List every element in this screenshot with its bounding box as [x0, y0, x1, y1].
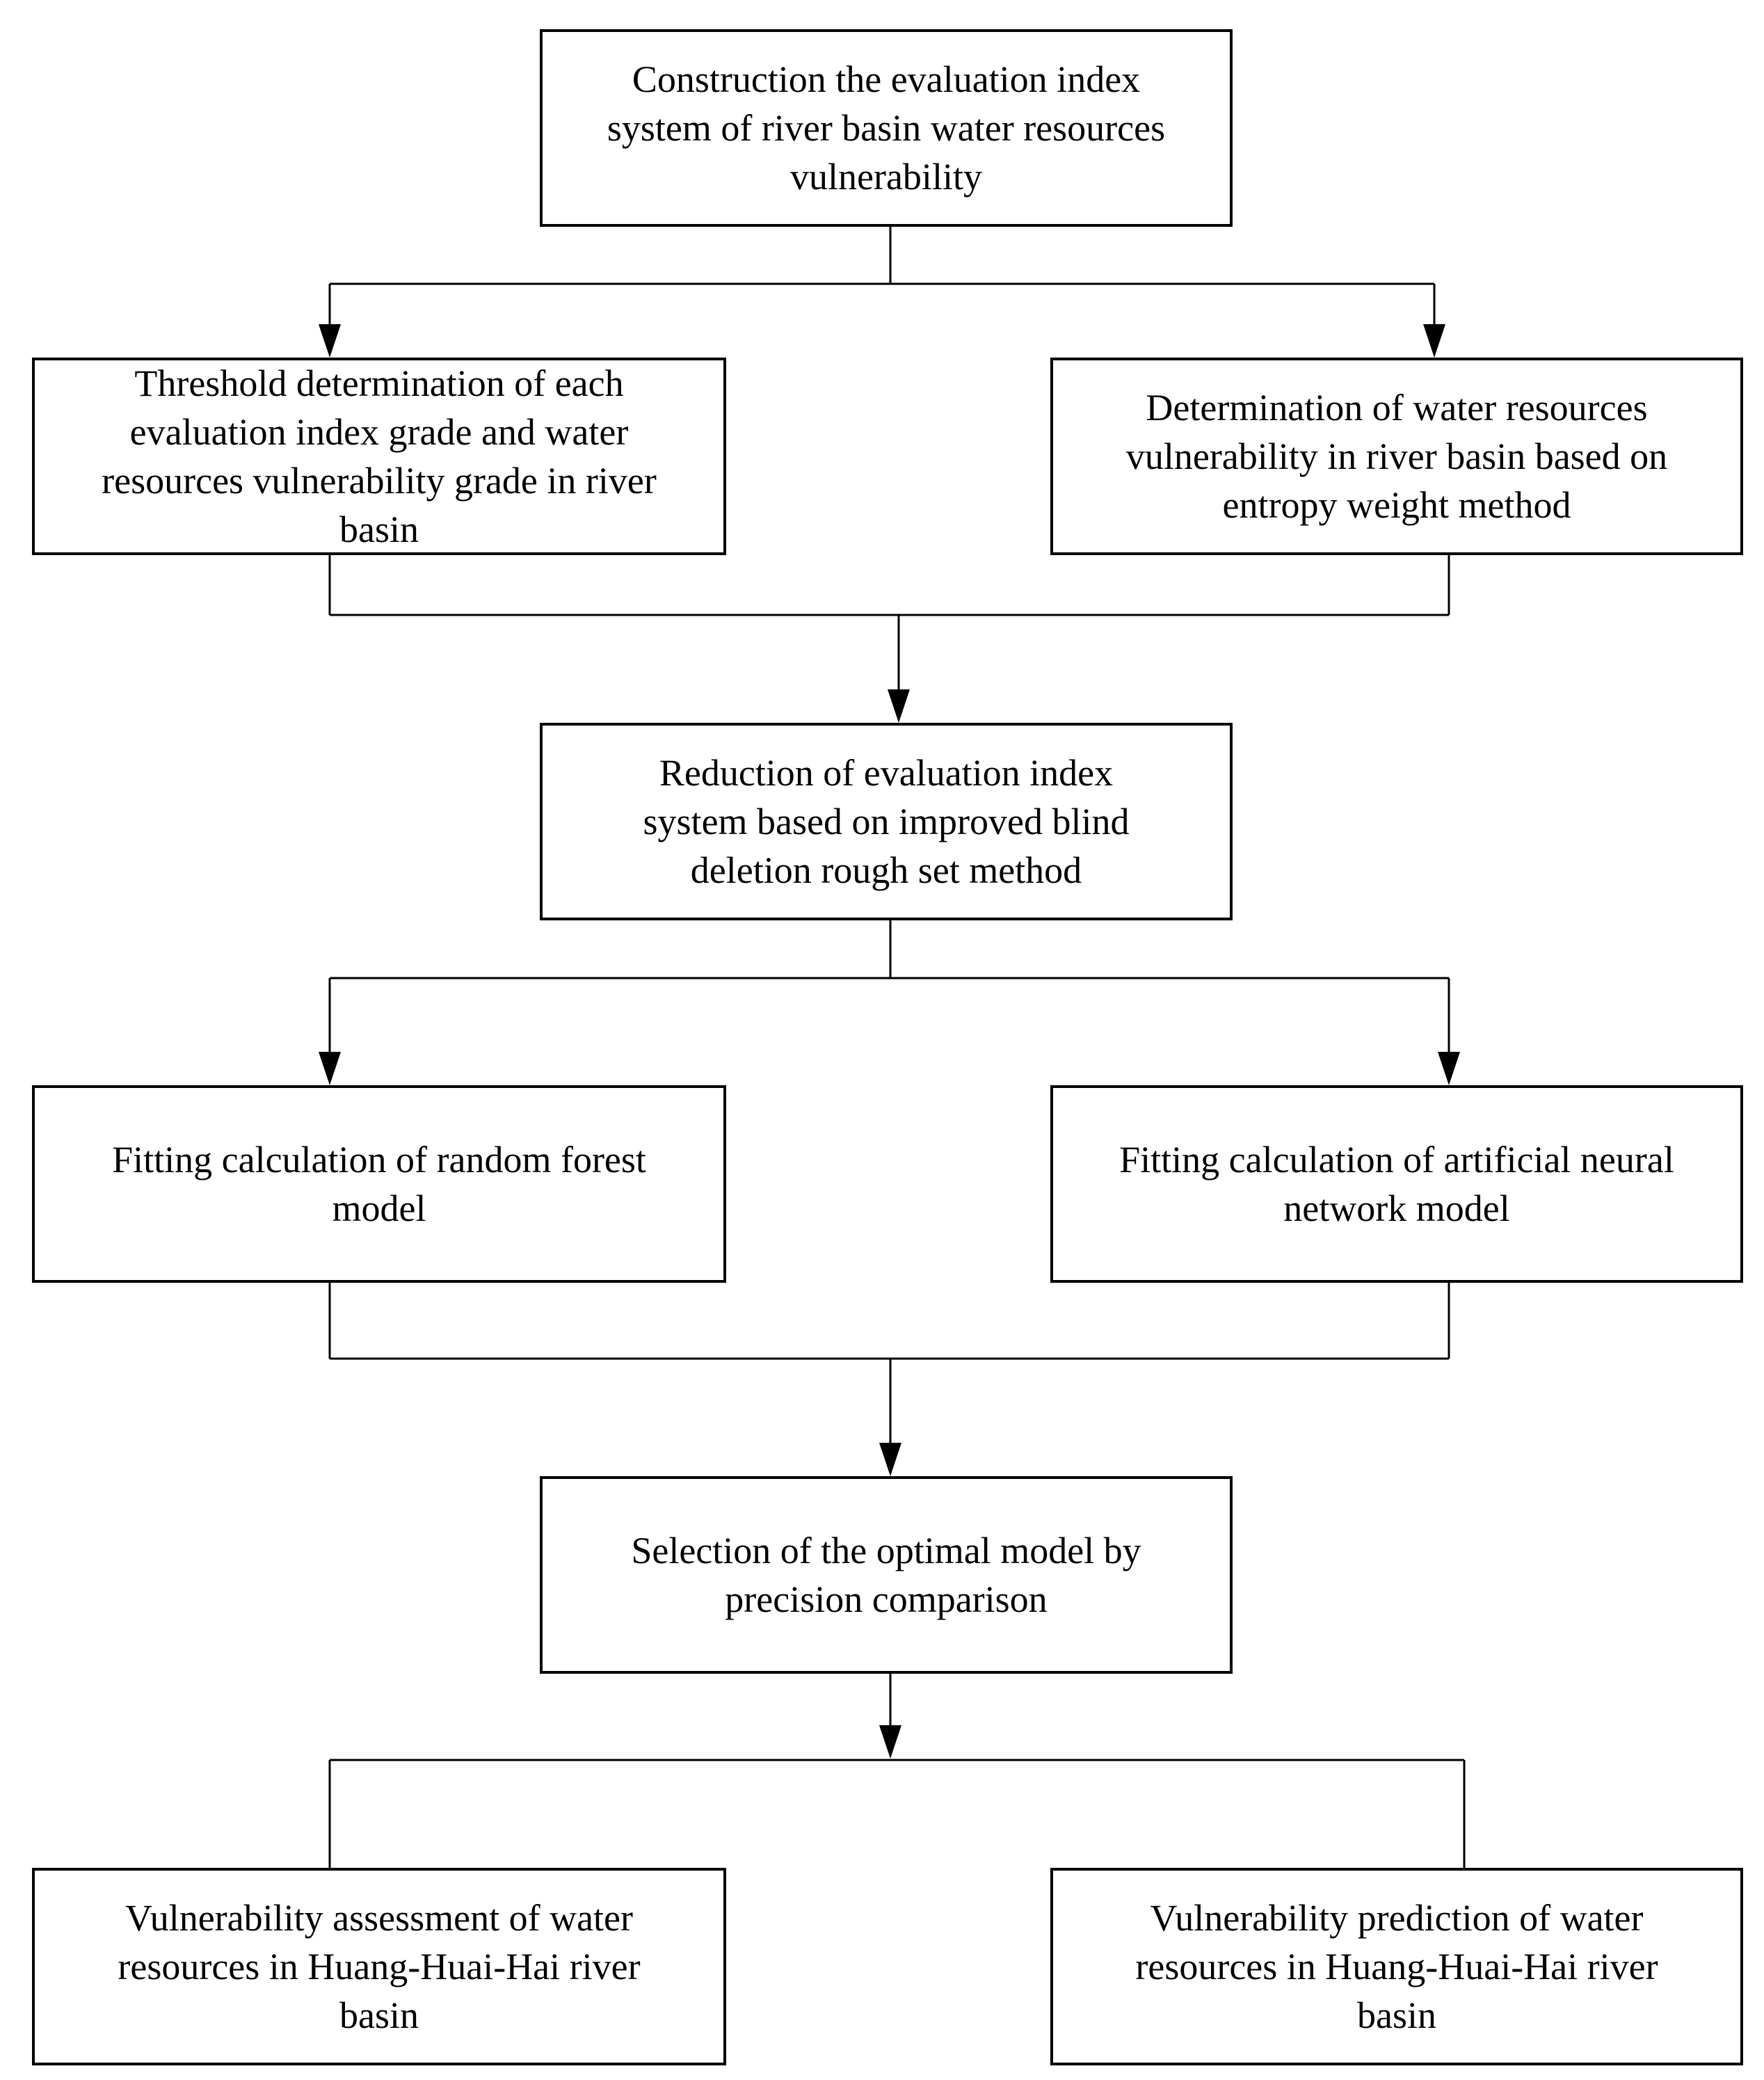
box-selection-label: Selection of the optimal model by precis… [631, 1530, 1141, 1620]
arrowhead-reduction [888, 689, 910, 723]
box-assessment-label: Vulnerability assessment of water resour… [118, 1897, 641, 2036]
box-index-reduction: Reduction of evaluation index system bas… [540, 723, 1233, 920]
box-neural-network: Fitting calculation of artificial neural… [1050, 1085, 1743, 1283]
arrowhead-rf [319, 1052, 341, 1085]
box-construction-index-system: Construction the evaluation index system… [540, 29, 1233, 227]
box-vulnerability-prediction: Vulnerability prediction of water resour… [1050, 1868, 1743, 2065]
box-entropy-weight-method: Determination of water resources vulnera… [1050, 358, 1743, 555]
arrowhead-entropy [1423, 324, 1445, 358]
box-construction-label: Construction the evaluation index system… [607, 58, 1166, 198]
arrowhead-split-3 [879, 1725, 901, 1759]
box-threshold-determination: Threshold determination of each evaluati… [32, 358, 726, 555]
box-prediction-label: Vulnerability prediction of water resour… [1135, 1897, 1658, 2036]
box-random-forest-label: Fitting calculation of random forest mod… [112, 1139, 646, 1229]
arrowhead-selection [879, 1443, 901, 1476]
arrowhead-ann [1438, 1052, 1460, 1085]
arrowhead-threshold [319, 324, 341, 358]
box-reduction-label: Reduction of evaluation index system bas… [643, 752, 1130, 891]
box-random-forest: Fitting calculation of random forest mod… [32, 1085, 726, 1283]
box-entropy-label: Determination of water resources vulnera… [1125, 387, 1668, 526]
box-neural-network-label: Fitting calculation of artificial neural… [1119, 1139, 1674, 1229]
box-model-selection: Selection of the optimal model by precis… [540, 1476, 1233, 1674]
box-vulnerability-assessment: Vulnerability assessment of water resour… [32, 1868, 726, 2065]
box-threshold-label: Threshold determination of each evaluati… [102, 362, 657, 550]
